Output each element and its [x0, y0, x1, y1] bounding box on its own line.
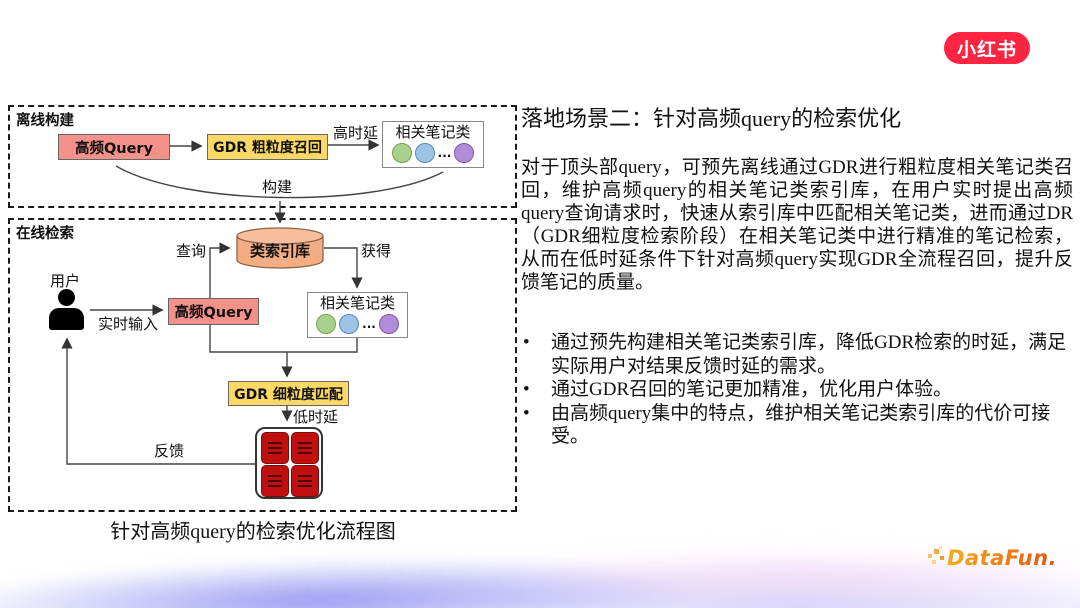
- build-edge-label: 构建: [262, 180, 293, 196]
- bullet-marker: •: [523, 402, 530, 424]
- datafun-logo: DataFun.: [928, 546, 1057, 570]
- bullet-list: • 通过预先构建相关笔记类索引库，降低GDR检索的时延，满足实际用户对结果反馈时…: [521, 331, 1077, 449]
- get-edge-label: 获得: [361, 244, 392, 260]
- note-class-circle-purple: [454, 143, 475, 163]
- note-card-icon: [291, 465, 319, 497]
- ellipsis-label: ...: [437, 146, 452, 160]
- online-section-label: 在线检索: [16, 226, 74, 242]
- note-card-icon: [291, 432, 319, 464]
- datafun-pixels-icon: [928, 546, 945, 566]
- body-paragraph: 对于顶头部query，可预先离线通过GDR进行粗粒度相关笔记类召回，维护高频qu…: [521, 157, 1073, 293]
- high-latency-label: 高时延: [333, 126, 379, 142]
- index-db-cylinder: [236, 227, 324, 269]
- bullet-marker: •: [523, 379, 530, 400]
- offline-query-node: 高频Query: [58, 134, 170, 160]
- note-card-icon: [261, 432, 289, 464]
- online-query-node: 高频Query: [168, 298, 259, 325]
- note-card-icon: [261, 465, 289, 497]
- bullet-marker: •: [523, 332, 530, 353]
- offline-related-notes-box: 相关笔记类 ...: [382, 121, 484, 168]
- note-class-circle-blue: [414, 143, 435, 163]
- diagram-caption: 针对高频query的检索优化流程图: [110, 521, 396, 543]
- user-icon-body: [49, 308, 84, 330]
- datafun-logo-text: DataFun.: [947, 546, 1058, 570]
- feedback-edge-label: 反馈: [154, 444, 185, 460]
- user-label: 用户: [50, 274, 81, 290]
- xiaohongshu-logo: 小红书: [944, 32, 1030, 64]
- note-class-circle-purple: [378, 314, 399, 334]
- result-notes-cluster: [255, 427, 323, 499]
- online-related-notes-title: 相关笔记类: [319, 294, 395, 312]
- offline-related-notes-title: 相关笔记类: [395, 123, 471, 141]
- user-icon: [58, 289, 75, 306]
- ellipsis-label: ...: [362, 317, 376, 331]
- offline-section-box: [8, 105, 517, 208]
- note-class-circle-blue: [339, 314, 360, 334]
- offline-section-label: 离线构建: [16, 113, 74, 129]
- query-edge-label: 查询: [176, 244, 207, 260]
- bullet-text: 由高频query集中的特点，维护相关笔记类索引库的代价可接受。: [551, 402, 1051, 448]
- page-title: 落地场景二：针对高频query的检索优化: [521, 106, 902, 131]
- realtime-input-label: 实时输入: [98, 317, 159, 333]
- bullet-item: • 由高频query集中的特点，维护相关笔记类索引库的代价可接受。: [521, 402, 1077, 449]
- note-class-circle-green: [316, 314, 337, 334]
- index-db-label: 类索引库: [249, 242, 310, 260]
- low-latency-label: 低时延: [293, 410, 339, 426]
- online-related-notes-box: 相关笔记类 ...: [307, 292, 408, 338]
- bullet-text: 通过GDR召回的笔记更加精准，优化用户体验。: [551, 379, 953, 400]
- gdr-fine-match-node: GDR 细粒度匹配: [228, 381, 349, 406]
- bullet-text: 通过预先构建相关笔记类索引库，降低GDR检索的时延，满足实际用户对结果反馈时延的…: [551, 332, 1067, 377]
- note-class-circle-green: [391, 143, 412, 163]
- online-section-box: [8, 218, 517, 512]
- bullet-item: • 通过GDR召回的笔记更加精准，优化用户体验。: [521, 378, 1077, 402]
- bullet-item: • 通过预先构建相关笔记类索引库，降低GDR检索的时延，满足实际用户对结果反馈时…: [521, 331, 1077, 378]
- offline-gdr-recall-node: GDR 粗粒度召回: [207, 134, 328, 160]
